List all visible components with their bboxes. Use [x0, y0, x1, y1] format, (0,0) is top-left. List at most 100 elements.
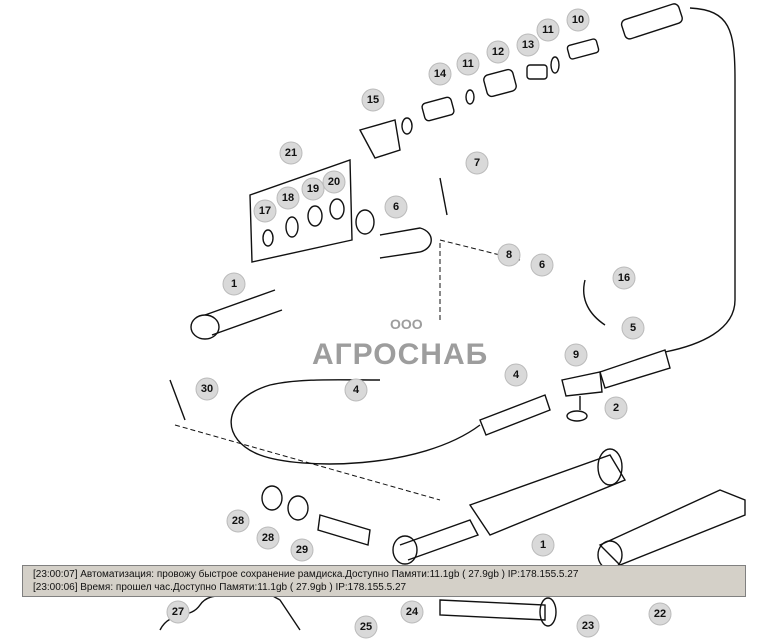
callout-circle [361, 88, 385, 112]
callout-circle [604, 396, 628, 420]
status-log-panel: [23:00:07] Автоматизация: провожу быстро… [22, 565, 746, 597]
callout-2: 2 [604, 396, 628, 420]
callout-7: 7 [465, 151, 489, 175]
pin-29 [317, 514, 371, 546]
callout-circle [564, 343, 588, 367]
callout-circle [354, 615, 378, 639]
callout-label: 18 [282, 192, 294, 204]
callout-10: 10 [566, 8, 590, 32]
callout-8: 8 [497, 243, 521, 267]
o-ring-2 [566, 410, 588, 422]
watermark-text: АГРОСНАБ [312, 338, 489, 371]
callout-label: 15 [367, 94, 379, 106]
callout-4: 4 [504, 363, 528, 387]
callout-25: 25 [354, 615, 378, 639]
callout-label: 25 [360, 621, 372, 633]
clamp-16 [583, 279, 606, 326]
callout-circle [400, 600, 424, 624]
callout-6: 6 [530, 253, 554, 277]
callout-label: 13 [522, 39, 534, 51]
callout-12: 12 [486, 40, 510, 64]
status-log-line: [23:00:07] Автоматизация: провожу быстро… [33, 569, 579, 580]
seal-kit-21 [249, 159, 353, 263]
callout-label: 8 [506, 249, 512, 261]
callout-16: 16 [612, 266, 636, 290]
callout-label: 17 [259, 205, 271, 217]
callout-circle [648, 602, 672, 626]
callout-label: 19 [307, 183, 319, 195]
callout-label: 1 [231, 278, 237, 290]
callout-circle [301, 177, 325, 201]
hydraulic-cylinder-1 [392, 448, 627, 565]
callout-label: 27 [172, 606, 184, 618]
callout-27: 27 [166, 600, 190, 624]
callout-6: 6 [384, 195, 408, 219]
callouts: 1011131211141521717181920686161594430228… [166, 8, 672, 639]
callout-circle [322, 170, 346, 194]
callout-28: 28 [256, 526, 280, 550]
callout-circle [456, 52, 480, 76]
callout-label: 5 [630, 322, 636, 334]
washer-28a [261, 485, 283, 511]
pin-23 [439, 599, 546, 621]
callout-22: 22 [648, 602, 672, 626]
callout-circle [166, 600, 190, 624]
watermark-logo: ООО [390, 316, 423, 332]
callout-circle [621, 316, 645, 340]
callout-13: 13 [516, 33, 540, 57]
callout-29: 29 [290, 538, 314, 562]
callout-label: 4 [513, 369, 520, 381]
callout-label: 2 [613, 402, 619, 414]
callout-circle [497, 243, 521, 267]
callout-label: 20 [328, 176, 340, 188]
callout-19: 19 [301, 177, 325, 201]
callout-5: 5 [621, 316, 645, 340]
callout-label: 29 [296, 544, 308, 556]
callout-circle [516, 33, 540, 57]
callout-18: 18 [276, 186, 300, 210]
callout-label: 24 [406, 606, 419, 618]
callout-label: 1 [540, 539, 546, 551]
callout-label: 4 [353, 384, 360, 396]
callout-circle [226, 509, 250, 533]
callout-label: 6 [393, 201, 399, 213]
hydraulic-hose-left [230, 379, 481, 465]
callout-circle [531, 533, 555, 557]
callout-24: 24 [400, 600, 424, 624]
callout-1: 1 [222, 272, 246, 296]
callout-17: 17 [253, 199, 277, 223]
fitting-4 [479, 394, 551, 436]
callout-9: 9 [564, 343, 588, 367]
callout-label: 30 [201, 383, 213, 395]
washer-6 [355, 209, 375, 235]
hydraulic-hose-right [664, 7, 736, 353]
callout-circle [504, 363, 528, 387]
callout-label: 16 [618, 272, 630, 284]
callout-circle [344, 378, 368, 402]
callout-21: 21 [279, 141, 303, 165]
callout-28: 28 [226, 509, 250, 533]
tee-9 [561, 371, 603, 410]
callout-11: 11 [456, 52, 480, 76]
fitting-5 [599, 349, 671, 389]
callout-1: 1 [531, 533, 555, 557]
callout-4: 4 [344, 378, 368, 402]
callout-circle [486, 40, 510, 64]
cotter-pin-7 [439, 177, 448, 216]
callout-label: 28 [232, 515, 244, 527]
callout-circle [195, 377, 219, 401]
washer-28b [287, 495, 309, 521]
callout-circle [576, 614, 600, 638]
callout-label: 22 [654, 608, 666, 620]
pin-23-head [539, 597, 557, 627]
callout-circle [279, 141, 303, 165]
callout-20: 20 [322, 170, 346, 194]
callout-15: 15 [361, 88, 385, 112]
callout-circle [536, 18, 560, 42]
pin-1-eye [190, 314, 220, 340]
pin-1 [204, 289, 283, 336]
callout-label: 14 [434, 68, 447, 80]
callout-circle [530, 253, 554, 277]
callout-14: 14 [428, 62, 452, 86]
callout-30: 30 [195, 377, 219, 401]
